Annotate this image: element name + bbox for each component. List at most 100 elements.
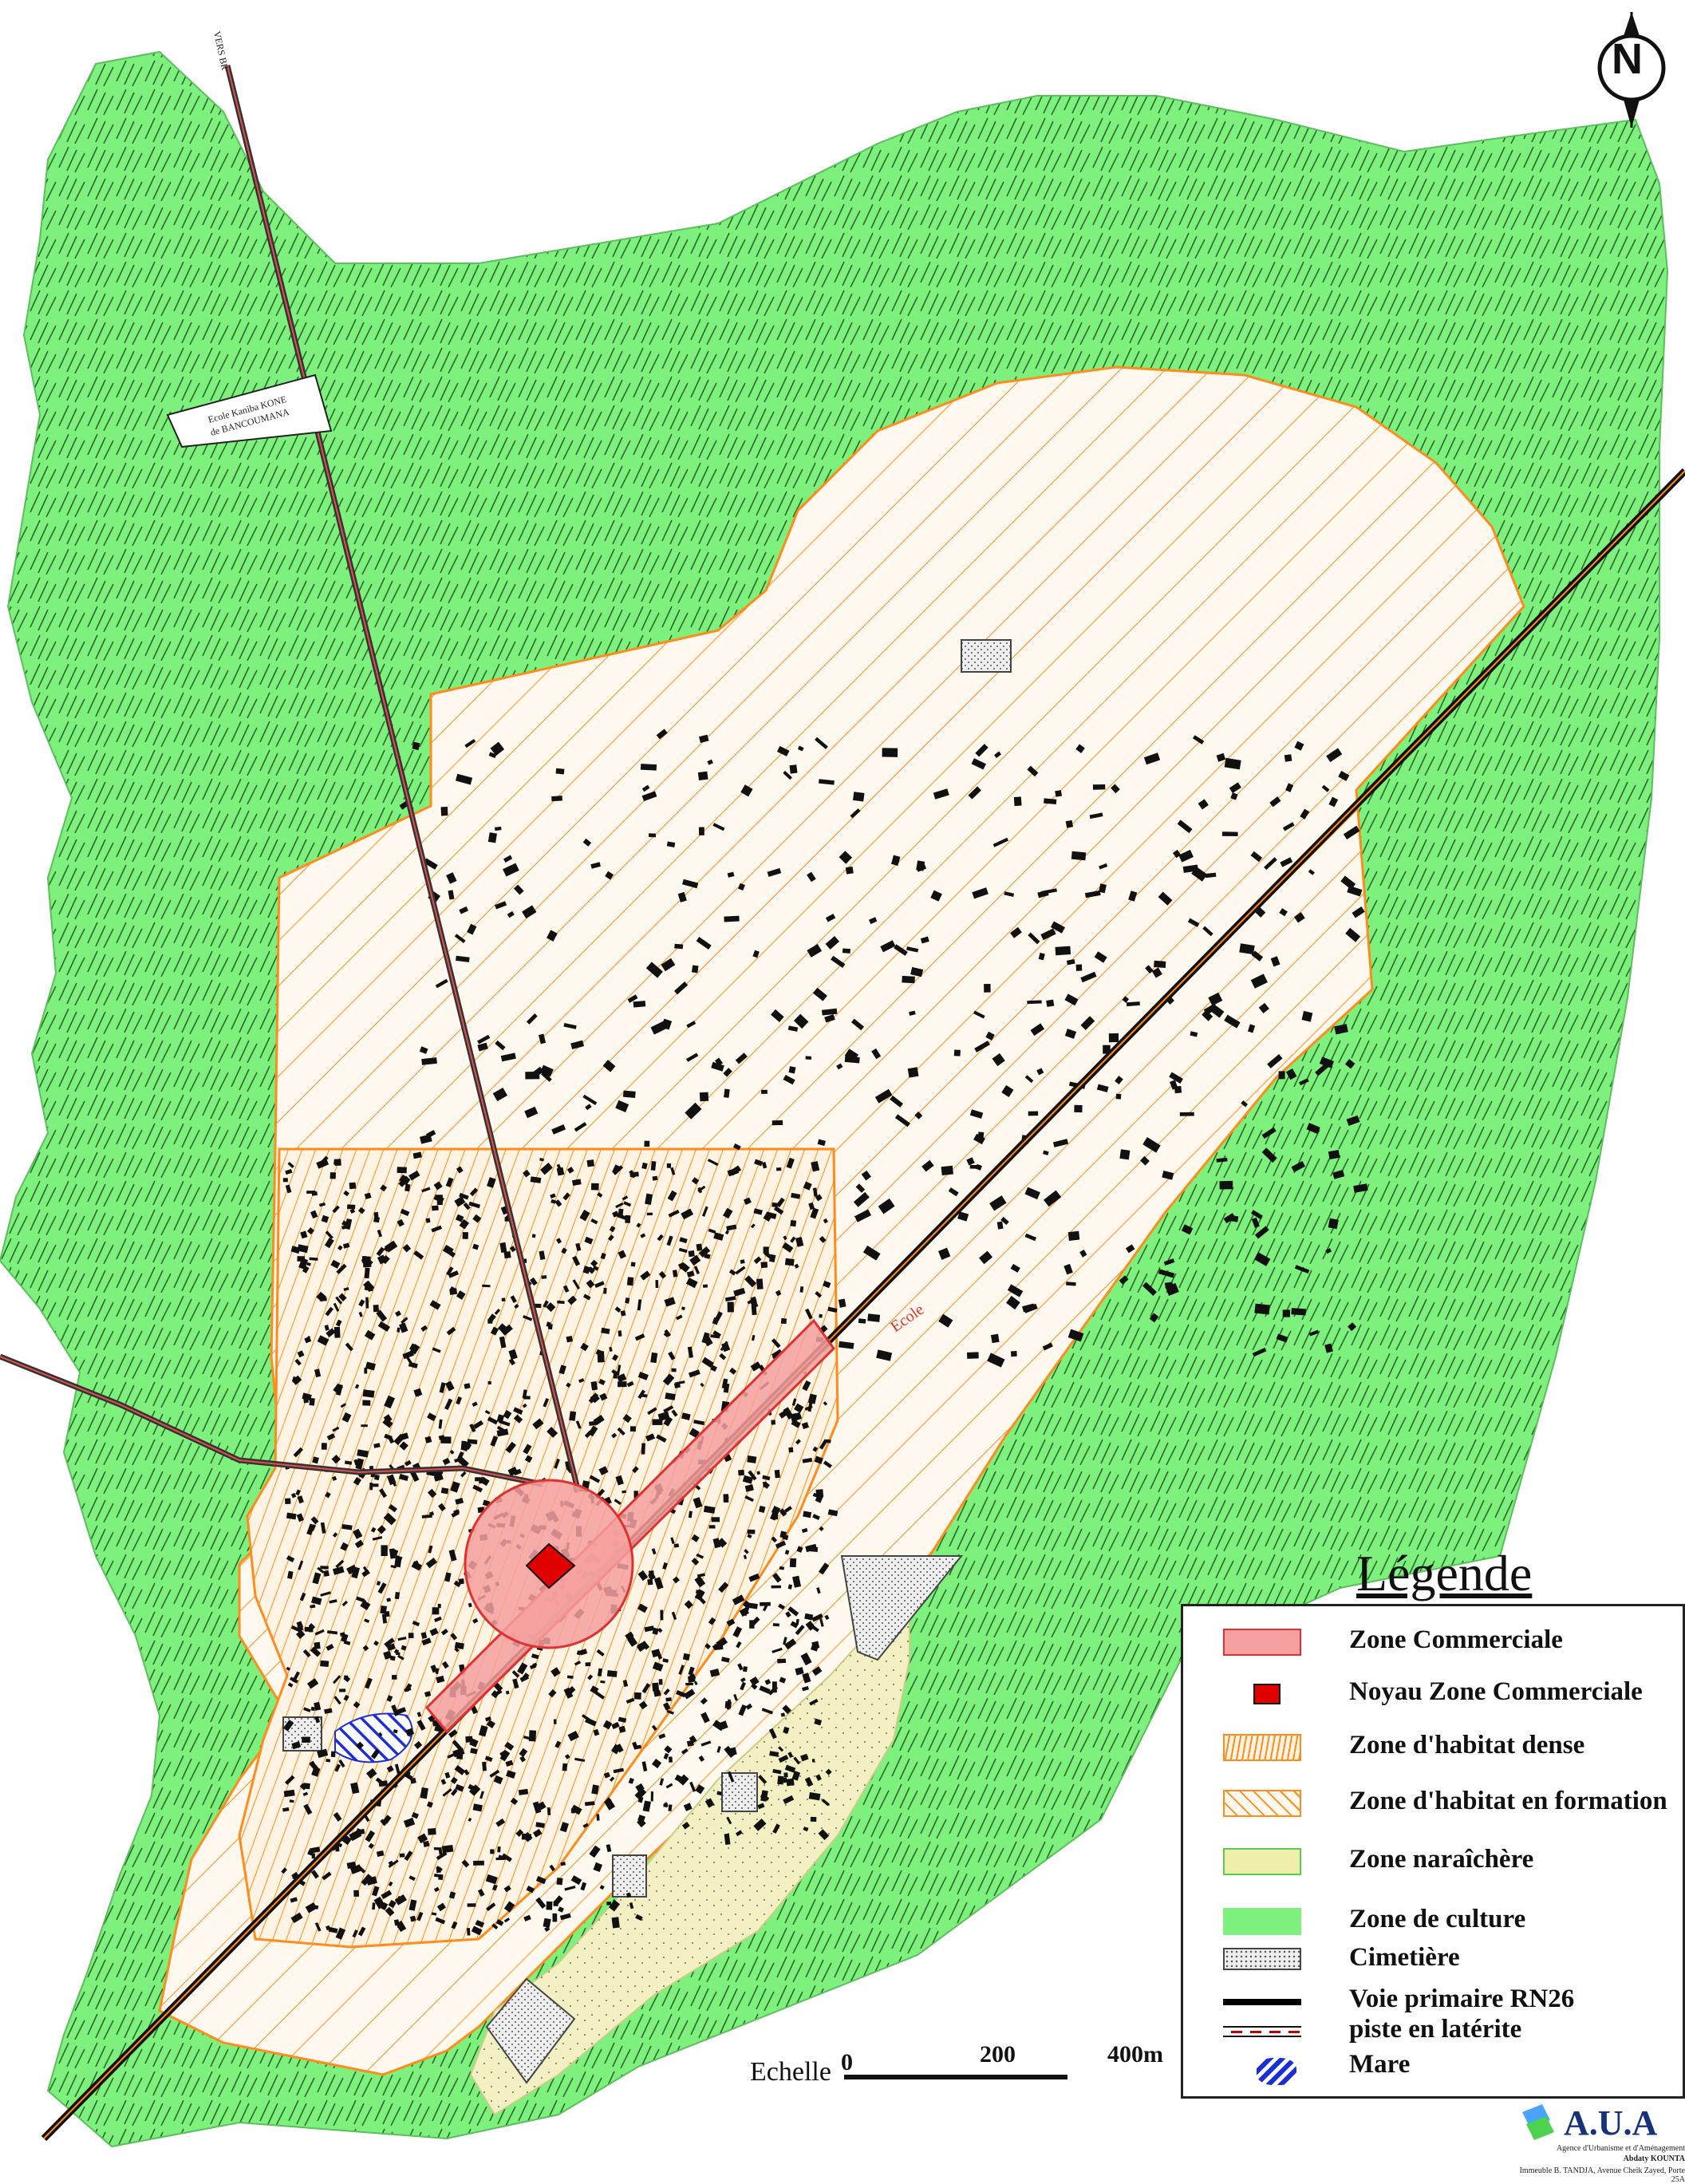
building [1050,921,1065,934]
building [858,1318,866,1324]
building [537,1801,547,1811]
building [743,1554,748,1560]
building [1181,1224,1194,1235]
building [398,1175,410,1187]
voie-primaire-rn26-edge [43,470,1685,2139]
building [1142,1282,1157,1296]
building [523,1914,531,1921]
building [339,1632,345,1637]
building [634,1787,647,1800]
building [388,1436,395,1444]
building [708,1525,716,1529]
building [314,1368,322,1378]
building [355,1458,365,1470]
mare [334,1712,413,1763]
building [685,1053,699,1062]
building [652,1682,660,1692]
legend-title: Légende [1356,1545,1533,1601]
building [444,1771,451,1779]
building [747,1534,752,1538]
building [663,1688,670,1696]
building [842,948,850,954]
building [1230,792,1238,800]
building [499,1242,507,1254]
building [408,1361,418,1368]
building [667,1190,677,1202]
building [362,1389,375,1398]
building [296,1629,306,1639]
building [1241,1100,1249,1108]
building [576,1650,582,1656]
building [384,1637,395,1648]
building [507,1445,513,1451]
building [559,1913,571,1921]
building [356,1864,366,1874]
building [450,1633,458,1641]
building [831,955,846,969]
building [379,1488,388,1499]
school-north-box [166,373,333,448]
building [373,1305,380,1313]
building [1325,1248,1332,1254]
building [372,1902,376,1910]
building [696,937,712,950]
building [440,1487,449,1495]
building [620,1310,626,1317]
building [1079,1250,1087,1258]
building [450,1788,458,1796]
building [790,1621,799,1629]
building [547,1427,558,1438]
building [740,1259,745,1264]
aua-logo: A.U.A Agence d'Urbanisme et d'Aménagemen… [1508,2103,1685,2184]
legend-label: Mare [1349,2050,1411,2079]
building [1334,1024,1348,1035]
building [691,1534,700,1542]
building [582,1094,598,1105]
building [341,1220,348,1226]
building [916,864,927,872]
building [729,1165,742,1176]
building [357,1926,366,1937]
building [294,1358,302,1366]
building [513,1407,523,1415]
building [726,1618,736,1627]
building [349,1829,362,1842]
building [375,1777,387,1787]
building [324,1708,333,1714]
building [1140,1155,1150,1166]
building [685,1278,698,1289]
building [1353,1183,1368,1193]
building [412,1620,420,1627]
building [749,1676,760,1686]
building [477,1042,488,1052]
building [475,1920,485,1928]
building [795,1618,799,1625]
building [388,1859,399,1868]
building [286,1666,291,1671]
building [622,1195,629,1201]
building [587,1674,594,1680]
building [783,1795,795,1804]
building [698,1246,711,1258]
building [423,1840,430,1847]
building [804,1776,814,1787]
building [578,1378,585,1384]
building [611,1721,620,1730]
building [1074,1104,1083,1113]
building [431,1225,442,1233]
building [616,1365,622,1376]
building [1080,971,1097,983]
building [305,1902,318,1913]
building [518,1788,529,1795]
building [1324,1343,1333,1353]
building [664,1745,673,1754]
building [609,1776,615,1782]
building [459,1218,469,1230]
building [585,1662,591,1667]
legend-label: Zone d'habitat en formation [1349,1787,1667,1815]
building [326,1643,334,1651]
building [550,1667,561,1677]
building [1024,1187,1040,1200]
building [400,1432,409,1440]
building [1187,918,1200,927]
